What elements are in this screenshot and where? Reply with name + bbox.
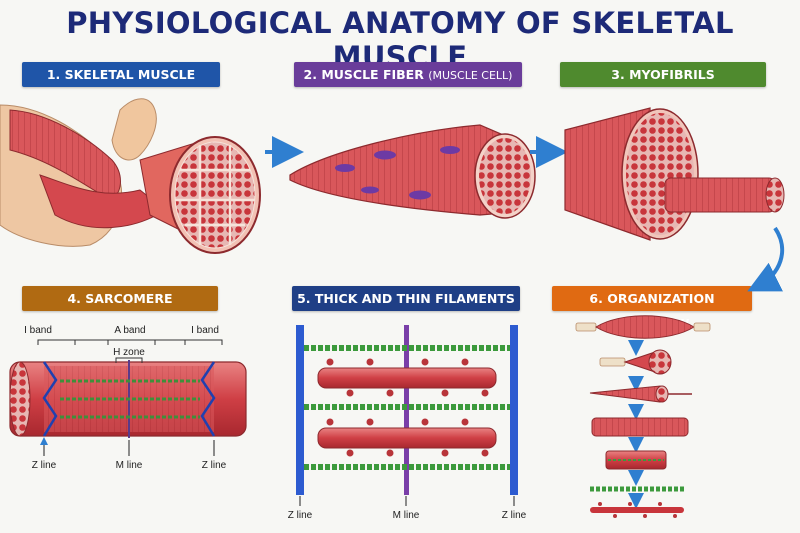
a-band-label: A band: [114, 325, 145, 336]
z-line-right-bar: [510, 325, 518, 495]
panel-6-organization-overview: [575, 315, 711, 518]
z-line-left-label: Z line: [32, 460, 57, 471]
nucleus-icon: [361, 186, 379, 194]
z-line-left-bar: [296, 325, 304, 495]
h-zone-label: H zone: [113, 347, 145, 358]
fist: [111, 98, 157, 161]
overview-thick-filament: [590, 507, 684, 513]
panel-4-label: 4. SARCOMERE: [22, 286, 218, 311]
panel-1-label-text: 1. SKELETAL MUSCLE: [46, 67, 196, 82]
panel-3-label-text: 3. MYOFIBRILS: [611, 67, 715, 82]
panel-5-filaments-illustration: Z line M line Z line: [288, 325, 527, 521]
i-band-left-label: I band: [24, 325, 52, 336]
i-band-left-bracket: [37, 339, 109, 345]
panel-2-muscle-fiber-illustration: [289, 124, 536, 219]
fascicle-boundaries: [175, 145, 255, 245]
nucleus-icon: [440, 146, 460, 154]
thick-filament: [317, 427, 497, 449]
panel-1-skeletal-muscle-illustration: [0, 98, 261, 254]
panel-5-label-text: 5. THICK AND THIN FILAMENTS: [297, 291, 515, 306]
z-disc-left: [42, 361, 58, 437]
nucleus-icon: [335, 164, 355, 172]
panel-4-sarcomere-illustration: I band A band I band H zone Z line M lin…: [9, 325, 247, 471]
nucleus-icon: [409, 190, 431, 200]
panel-3-myofibrils-illustration: [564, 107, 785, 241]
i-band-right-bracket: [154, 339, 223, 345]
z-line-right-label: Z line: [202, 460, 227, 471]
filaments-m-line-label: M line: [393, 510, 420, 521]
overview-myofibril: [591, 417, 689, 437]
panel-2-label-text: 2. MUSCLE FIBER: [303, 67, 424, 82]
filaments-z-line-left-label: Z line: [288, 510, 313, 521]
biceps-muscle: [9, 109, 121, 201]
overview-whole-muscle: [595, 315, 695, 339]
m-line-label: M line: [116, 460, 143, 471]
nucleus-icon: [374, 150, 396, 160]
panel-3-label: 3. MYOFIBRILS: [560, 62, 766, 87]
extracted-myofibril: [664, 177, 776, 213]
overview-fiber: [589, 385, 661, 403]
panel-2-label-sub: (MUSCLE CELL): [428, 69, 513, 82]
z-disc-right: [200, 361, 216, 437]
panel-2-label: 2. MUSCLE FIBER (MUSCLE CELL): [294, 62, 522, 87]
a-band-bracket: [74, 339, 186, 345]
h-zone-bracket: [115, 357, 143, 363]
arrow-3-to-6: [747, 226, 785, 292]
page-title: PHYSIOLOGICAL ANATOMY OF SKELETAL MUSCLE: [66, 6, 734, 74]
filaments-z-line-right-label: Z line: [502, 510, 527, 521]
thick-filament: [317, 367, 497, 389]
panel-5-label: 5. THICK AND THIN FILAMENTS: [292, 286, 520, 311]
i-band-right-label: I band: [191, 325, 219, 336]
panel-1-label: 1. SKELETAL MUSCLE: [22, 62, 220, 87]
panel-4-label-text: 4. SARCOMERE: [67, 291, 173, 306]
